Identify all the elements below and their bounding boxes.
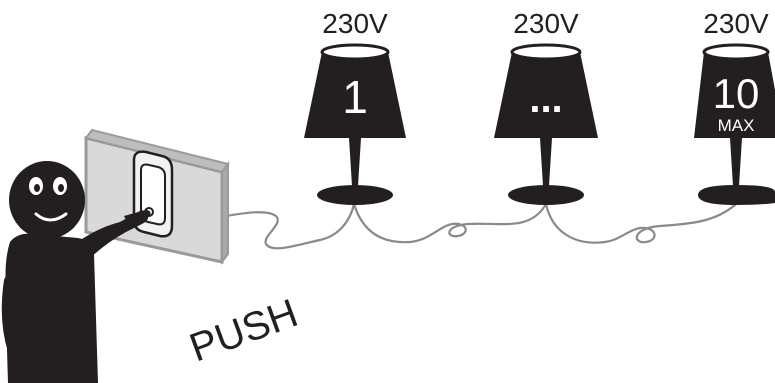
lamp-2-shade [494, 52, 598, 138]
lamp-1: 230V 1 [304, 8, 406, 205]
push-label: PUSH [184, 291, 303, 370]
lamp-1-number: 1 [342, 71, 368, 123]
lamp-1-voltage: 230V [322, 8, 388, 39]
lamp-2: 230V ... [494, 8, 598, 205]
lamp-2-stem [540, 138, 552, 186]
lamp-2-base [508, 185, 584, 205]
lamp-2-voltage: 230V [513, 8, 579, 39]
person-head [9, 161, 85, 239]
lamp-3-voltage: 230V [703, 8, 769, 39]
person-body [5, 233, 98, 383]
lamp-1-shade-top [320, 43, 390, 61]
lamp-3-shade-top [702, 43, 770, 61]
lamp-3-number: 10 [713, 70, 760, 117]
lamp-2-number: ... [529, 77, 562, 121]
lamp-1-stem [349, 138, 361, 186]
lamp-3: 230V 10 MAX [694, 8, 775, 205]
lamp-3-max-label: MAX [718, 116, 755, 135]
lamp-1-base [317, 185, 393, 205]
person-smile [34, 212, 68, 222]
lamp-3-shade [694, 52, 775, 138]
lamp-3-base [698, 185, 775, 205]
cable [225, 203, 737, 250]
person-pressing-icon [1, 161, 151, 383]
person-other-arm [1, 262, 23, 360]
switch-plate-side [221, 161, 229, 265]
lamp-2-shade-top [510, 43, 582, 61]
lamp-1-shade [304, 52, 406, 138]
person-finger [124, 210, 151, 224]
lamp-3-stem [730, 138, 742, 186]
